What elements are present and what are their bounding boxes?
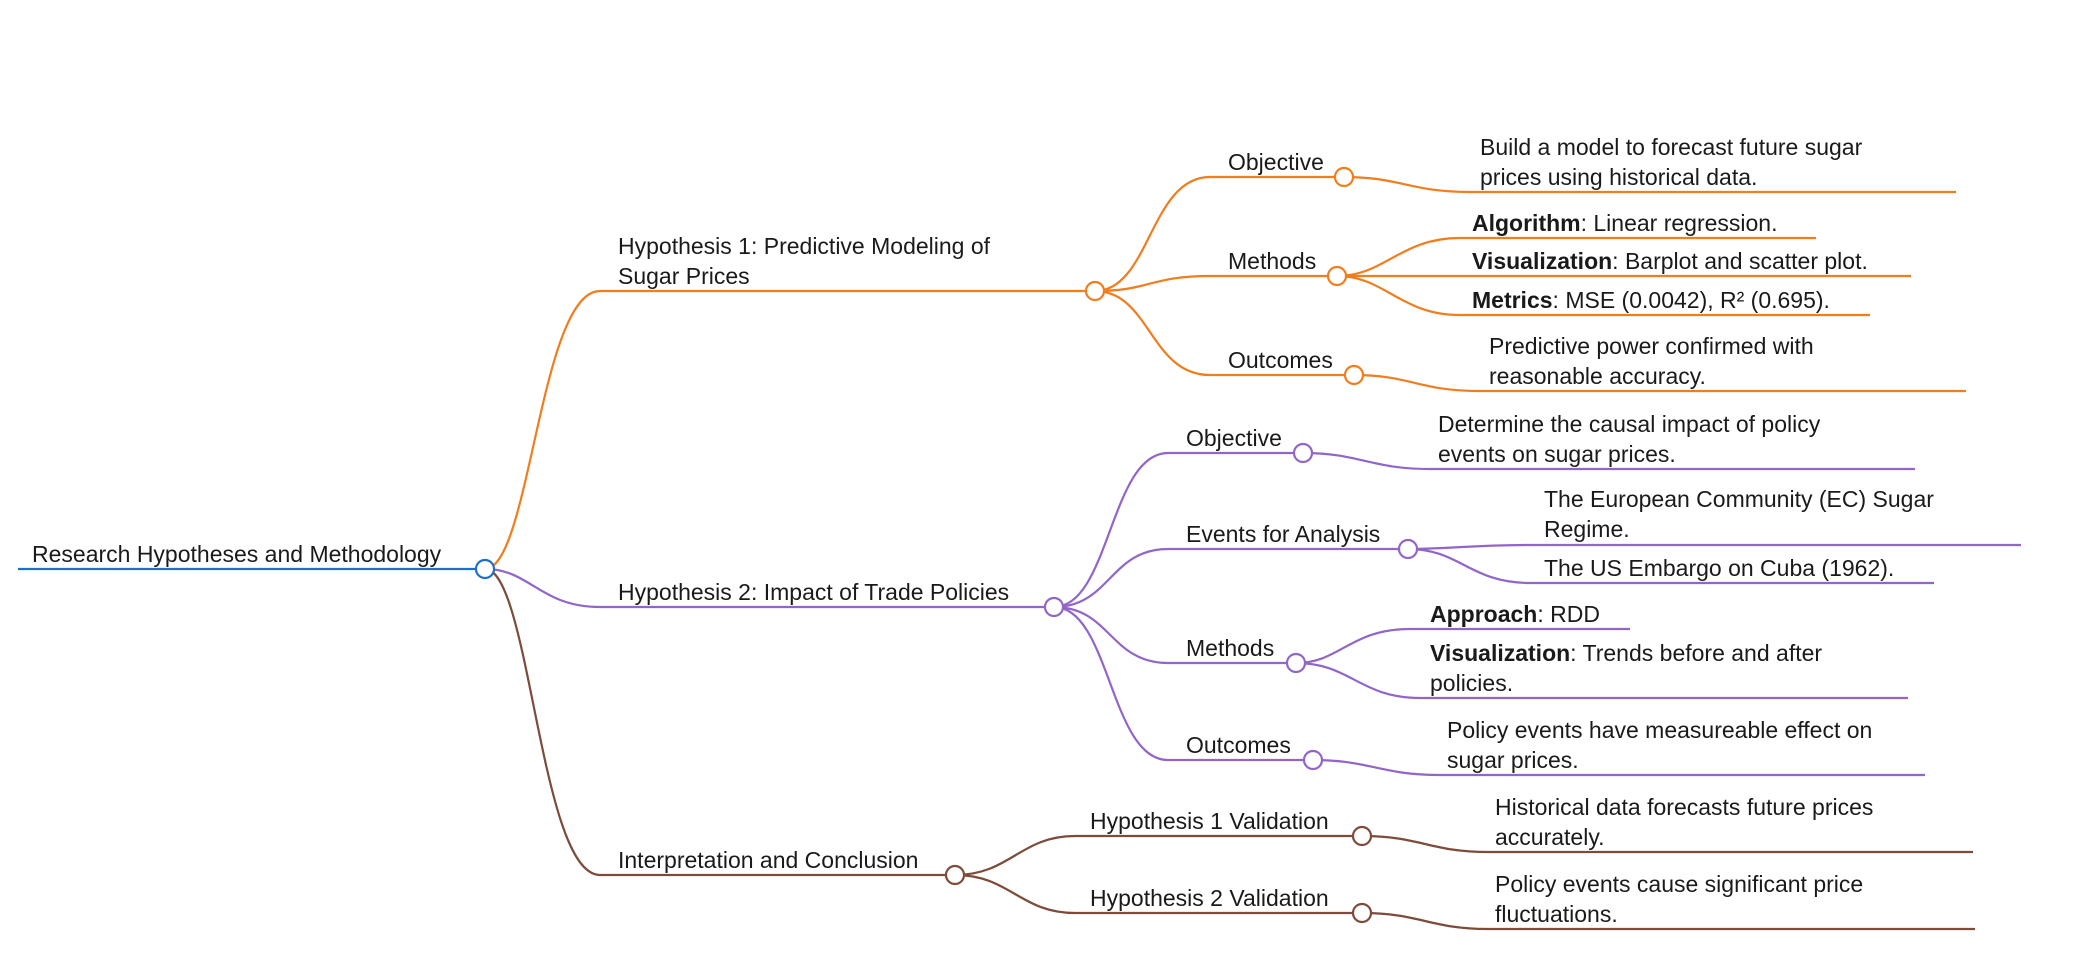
- h2-outcomes-text-line1: Policy events have measureable effect on: [1447, 717, 1872, 743]
- h1-objective-text-line2: prices using historical data.: [1480, 164, 1757, 190]
- h2-methods-node-circle[interactable]: [1285, 652, 1307, 674]
- h2-events-node-circle[interactable]: [1397, 538, 1419, 560]
- h1-branch-link: [484, 289, 1087, 571]
- validation-2-text-link: [1361, 911, 1975, 931]
- h2-methods-label: Methods: [1186, 635, 1274, 661]
- h2-outcomes-link: [1053, 605, 1305, 762]
- validation-1-link: [954, 834, 1354, 877]
- h1-outcomes-node-circle[interactable]: [1343, 364, 1365, 386]
- validation-2-label: Hypothesis 2 Validation: [1090, 885, 1329, 911]
- h2-method-approach-link: [1295, 627, 1630, 665]
- h2-events-link: [1053, 547, 1400, 609]
- h2-methods-link: [1053, 605, 1288, 665]
- h2-objective-label: Objective: [1186, 425, 1282, 451]
- interpretation-node-circle[interactable]: [944, 864, 966, 886]
- h1-method-algorithm-link: [1336, 236, 1816, 278]
- h1-method-algorithm: Algorithm: Linear regression.: [1472, 210, 1778, 236]
- h2-objective-text-link: [1302, 451, 1915, 471]
- h1-title-line2: Sugar Prices: [618, 263, 750, 289]
- interpretation-branch-link: [484, 567, 947, 877]
- root-label: Research Hypotheses and Methodology: [32, 541, 442, 567]
- h1-objective-node-circle[interactable]: [1333, 166, 1355, 188]
- h2-title: Hypothesis 2: Impact of Trade Policies: [618, 579, 1009, 605]
- validation-2-node-circle[interactable]: [1351, 902, 1373, 924]
- h2-method-visualization-line2: policies.: [1430, 670, 1513, 696]
- h2-branch-link: [484, 567, 1046, 609]
- validation-1-text-line1: Historical data forecasts future prices: [1495, 794, 1873, 820]
- h2-event-2: The US Embargo on Cuba (1962).: [1544, 555, 1894, 581]
- h2-outcomes-node-circle[interactable]: [1302, 749, 1324, 771]
- h2-outcomes-text-link: [1312, 758, 1925, 777]
- h2-objective-text-line1: Determine the causal impact of policy: [1438, 411, 1821, 437]
- interpretation-title: Interpretation and Conclusion: [618, 847, 918, 873]
- h1-methods-node-circle[interactable]: [1326, 265, 1348, 287]
- h1-title-line1: Hypothesis 1: Predictive Modeling of: [618, 233, 991, 259]
- h1-method-metrics: Metrics: MSE (0.0042), R² (0.695).: [1472, 287, 1830, 313]
- h1-outcomes-label: Outcomes: [1228, 347, 1333, 373]
- h1-methods-label: Methods: [1228, 248, 1316, 274]
- h1-method-visualization: Visualization: Barplot and scatter plot.: [1472, 248, 1868, 274]
- h2-objective-node-circle[interactable]: [1292, 442, 1314, 464]
- validation-2-text-line2: fluctuations.: [1495, 901, 1618, 927]
- h1-objective-text-line1: Build a model to forecast future sugar: [1480, 134, 1863, 160]
- h1-node-circle[interactable]: [1084, 280, 1106, 302]
- h2-event-1-link: [1407, 543, 2021, 551]
- validation-2-link: [954, 873, 1354, 915]
- h2-event-2-link: [1407, 547, 1934, 585]
- h2-events-label: Events for Analysis: [1186, 521, 1380, 547]
- h1-objective-text-link: [1343, 175, 1956, 194]
- h2-event-1-line2: Regime.: [1544, 516, 1630, 542]
- validation-1-node-circle[interactable]: [1351, 825, 1373, 847]
- h2-outcomes-label: Outcomes: [1186, 732, 1291, 758]
- validation-1-text-line2: accurately.: [1495, 824, 1605, 850]
- h2-node-circle[interactable]: [1043, 596, 1065, 618]
- h1-methods-link: [1094, 274, 1329, 293]
- h2-event-1-line1: The European Community (EC) Sugar: [1544, 486, 1934, 512]
- h2-objective-link: [1053, 451, 1295, 609]
- h1-outcomes-text-line2: reasonable accuracy.: [1489, 363, 1706, 389]
- h1-outcomes-text-line1: Predictive power confirmed with: [1489, 333, 1814, 359]
- root-node-circle[interactable]: [474, 558, 496, 580]
- h1-objective-link: [1094, 175, 1336, 293]
- h2-objective-text-line2: events on sugar prices.: [1438, 441, 1676, 467]
- validation-1-text-link: [1361, 834, 1973, 854]
- h1-outcomes-link: [1094, 289, 1346, 377]
- h1-outcomes-text-link: [1353, 373, 1966, 393]
- validation-1-label: Hypothesis 1 Validation: [1090, 808, 1329, 834]
- validation-2-text-line1: Policy events cause significant price: [1495, 871, 1863, 897]
- h2-outcomes-text-line2: sugar prices.: [1447, 747, 1579, 773]
- h1-method-metrics-link: [1336, 274, 1870, 317]
- h2-method-visualization-link: [1295, 661, 1908, 700]
- h2-method-visualization-line1: Visualization: Trends before and after: [1430, 640, 1822, 666]
- h1-objective-label: Objective: [1228, 149, 1324, 175]
- h2-method-approach: Approach: RDD: [1430, 601, 1600, 627]
